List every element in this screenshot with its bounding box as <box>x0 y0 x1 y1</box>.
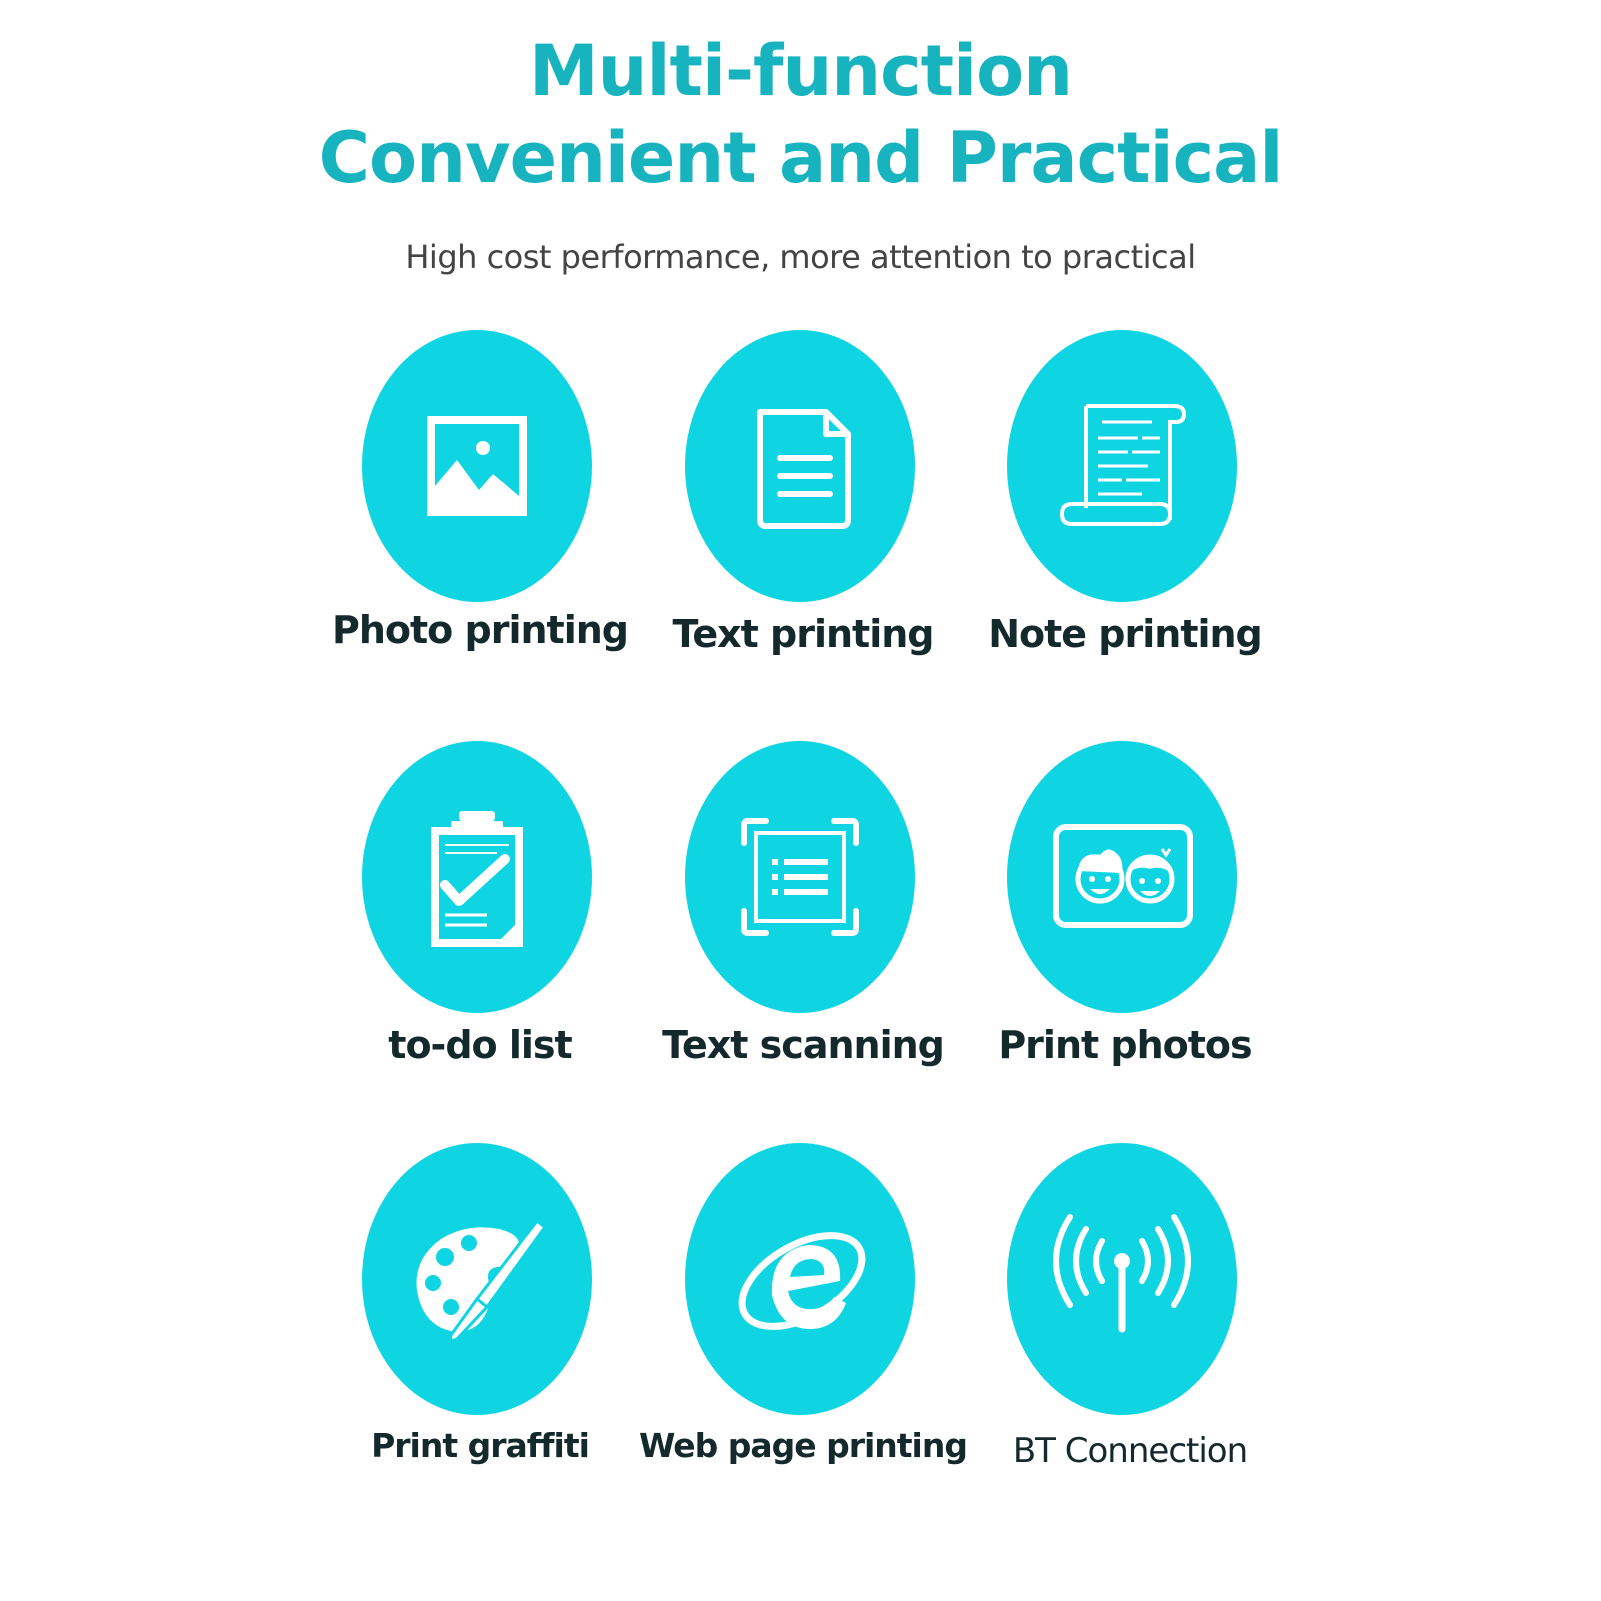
scroll-icon <box>1059 404 1187 526</box>
feature-bubble <box>362 330 592 602</box>
feature-label: Photo printing <box>332 608 629 652</box>
feature-label: BT Connection <box>1012 1431 1248 1471</box>
subtitle: High cost performance, more attention to… <box>405 238 1196 276</box>
feature-bubble <box>685 1143 915 1415</box>
feature-bubble <box>685 741 915 1013</box>
feature-label: Web page printing <box>638 1426 968 1465</box>
feature-note-printing[interactable]: Note printing <box>955 330 1295 690</box>
scan-icon <box>741 818 859 936</box>
palette-icon <box>416 1218 548 1342</box>
feature-text-scanning[interactable]: Text scanning <box>633 741 973 1101</box>
feature-label: Note printing <box>988 612 1263 656</box>
feature-bubble <box>1007 741 1237 1013</box>
feature-bubble <box>1007 330 1237 602</box>
browser-icon <box>738 1232 866 1330</box>
feature-bubble <box>362 741 592 1013</box>
feature-print-photos[interactable]: Print photos <box>955 741 1295 1101</box>
kids-photo-icon <box>1053 824 1193 928</box>
headline-line-2: Convenient and Practical <box>318 117 1284 199</box>
clipboard-check-icon <box>431 811 523 947</box>
feature-print-graffiti[interactable]: Print graffiti <box>310 1143 650 1503</box>
feature-todo-list[interactable]: to-do list <box>310 741 650 1101</box>
photo-icon <box>427 416 527 516</box>
feature-bt-connection[interactable]: BT Connection <box>955 1143 1295 1503</box>
feature-bubble <box>362 1143 592 1415</box>
feature-web-page-printing[interactable]: Web page printing <box>633 1143 973 1503</box>
feature-label: to-do list <box>388 1023 572 1067</box>
feature-label: Text printing <box>672 612 934 656</box>
feature-bubble <box>1007 1143 1237 1415</box>
feature-label: Text scanning <box>662 1023 945 1067</box>
feature-label: Print photos <box>998 1023 1252 1067</box>
feature-label: Print graffiti <box>371 1426 590 1465</box>
feature-text-printing[interactable]: Text printing <box>633 330 973 690</box>
document-icon <box>757 409 851 529</box>
feature-bubble <box>685 330 915 602</box>
headline-line-1: Multi-function <box>529 30 1073 112</box>
feature-photo-printing[interactable]: Photo printing <box>310 330 650 690</box>
signal-icon <box>1053 1214 1191 1333</box>
